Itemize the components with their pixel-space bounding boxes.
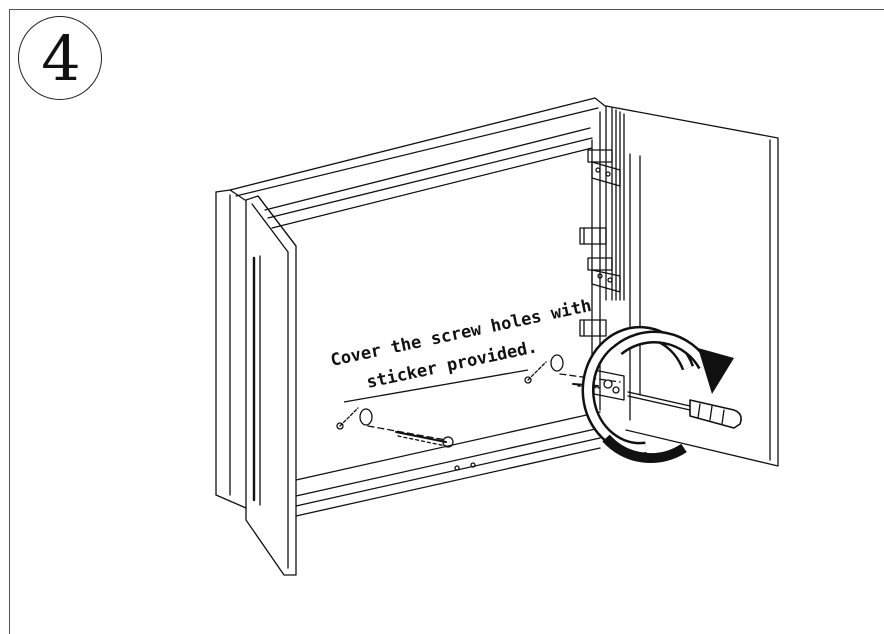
sticker-icon (359, 408, 373, 426)
hinge-middle (587, 257, 621, 293)
screw-hole-marker (336, 407, 359, 430)
instruction-caption: Cover the screw holes with sticker provi… (329, 296, 593, 403)
rotation-arrow-icon (581, 325, 734, 464)
page-frame (9, 9, 884, 634)
left-door (245, 195, 297, 576)
screw-icon (395, 431, 454, 448)
hinge-bracket-upper (579, 227, 607, 245)
right-door (605, 105, 779, 467)
caption-underline (343, 369, 529, 403)
alignment-line (367, 425, 447, 441)
hinge-top (587, 149, 621, 187)
mounting-hole (454, 465, 460, 471)
mounting-hole (470, 462, 476, 468)
hinge-bracket-lower (579, 319, 607, 337)
screw-hole-marker (524, 361, 547, 384)
sticker-icon (550, 354, 564, 372)
hinge-bottom (593, 369, 625, 401)
screwdriver-icon (627, 391, 742, 429)
step-number-badge: 4 (18, 16, 102, 100)
step-number: 4 (41, 22, 81, 95)
